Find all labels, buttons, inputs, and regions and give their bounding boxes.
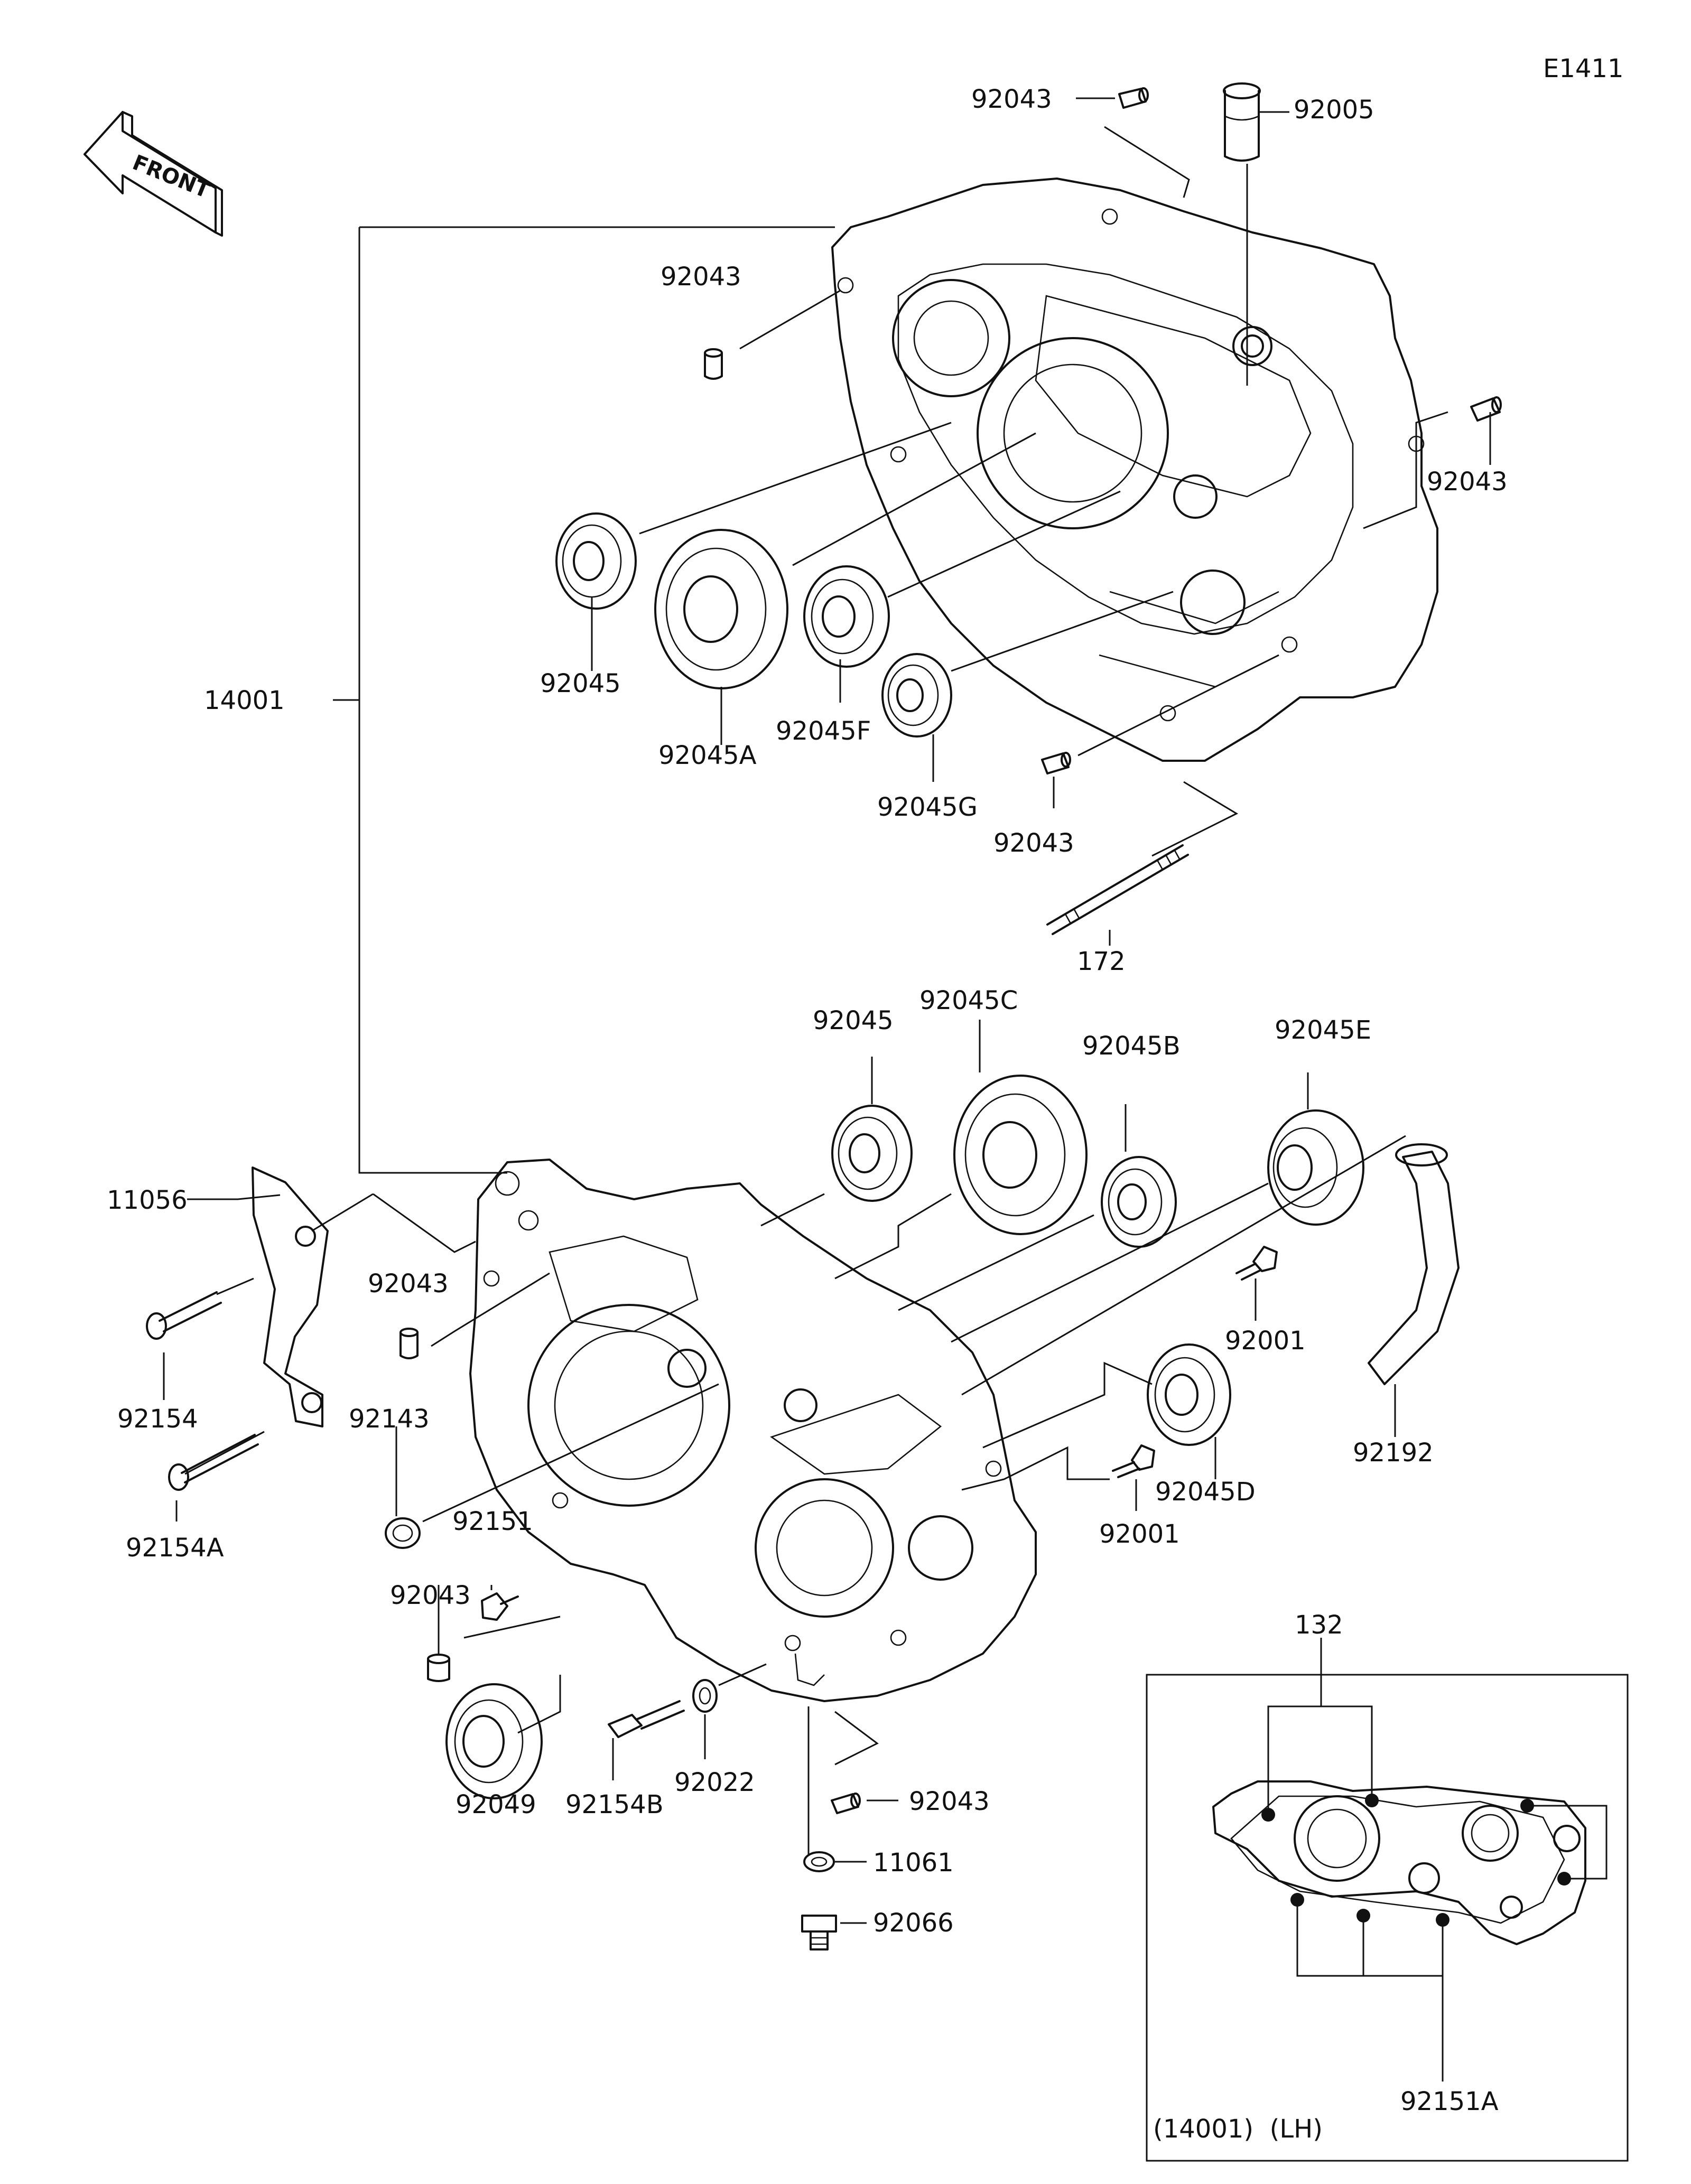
drain-plug-92066 [801,1915,837,1950]
callout-11056: 11056 [107,1186,188,1215]
bolt-92154b [608,1700,685,1738]
callout-92043-right: 92043 [1427,467,1508,497]
bolt-92001-lower [1112,1444,1155,1478]
callout-14001: 14001 [204,686,285,715]
dowel-pin-92043-mid [1041,752,1071,774]
callout-132: 132 [1295,1610,1343,1640]
bearing-92045d [1147,1343,1231,1446]
dowel-pin-92043-top [1118,87,1149,109]
bearing-92045b [1101,1156,1177,1248]
callout-92001-upper: 92001 [1225,1326,1306,1356]
callout-92022: 92022 [674,1768,755,1797]
crankcase-right-half [831,178,1438,762]
washer-92022 [692,1679,718,1713]
bolt-92154a [168,1434,259,1491]
callout-92043-mid: 92043 [993,828,1074,858]
bearing-92045-upper [555,512,637,610]
callout-172: 172 [1077,947,1126,976]
collar-92143 [385,1517,421,1549]
dowel-pin-92043-right [1470,396,1502,422]
callout-92043-bottom: 92043 [909,1787,990,1816]
bracket-11056 [252,1166,329,1427]
leader-lines [163,97,1491,1924]
callout-92049: 92049 [456,1790,536,1819]
callout-labels: 92043 92005 92043 92043 14001 92045 9204… [107,85,1508,2144]
callout-92045-lower: 92045 [813,1006,894,1035]
oil-seal-92045e [1267,1109,1364,1226]
bolt-92154 [146,1291,222,1340]
callout-92143: 92143 [349,1404,430,1434]
crankcase-left-half [469,1159,1037,1702]
callout-92151a: 92151A [1400,2087,1499,2116]
pipe-92005 [1223,82,1261,162]
callout-92043-lower: 92043 [390,1581,471,1610]
callout-92045b: 92045B [1082,1031,1181,1061]
callout-92192: 92192 [1353,1438,1434,1468]
callout-92001-lower: 92001 [1099,1519,1180,1549]
inset-panel [1146,1638,1629,2162]
dowel-pin-92043-bottom [831,1793,861,1814]
stud-172 [1046,844,1189,935]
dowel-pin-92043-lower-left [399,1328,419,1359]
callout-92154b: 92154B [565,1790,664,1819]
bearing-92045f [803,565,890,668]
callout-11061: 11061 [873,1848,954,1878]
bearing-92045-lower [831,1105,913,1202]
callout-92043-lower-left: 92043 [368,1269,449,1299]
hose-92192 [1368,1143,1460,1385]
callout-92045f: 92045F [776,716,871,746]
front-arrow-icon: FRONT [83,111,223,237]
callout-92045c: 92045C [919,986,1018,1015]
bearing-92045c [953,1075,1088,1235]
callout-92005: 92005 [1294,95,1374,125]
callout-92045e: 92045E [1275,1015,1371,1045]
bolt-92001-upper [1235,1246,1278,1281]
diagram-code: E1411 [1543,54,1623,83]
callout-92043-upper-left: 92043 [661,262,741,292]
bolt-92151 [481,1592,519,1621]
gasket-11061 [803,1851,835,1872]
callout-92045a: 92045A [658,741,757,770]
dowel-pin-92043-lower [427,1654,450,1682]
callout-92045d: 92045D [1155,1477,1256,1507]
callout-92154: 92154 [117,1404,198,1434]
dowel-pin-92043-upper-left [704,348,723,380]
callout-92066: 92066 [873,1908,954,1938]
callout-92043-top: 92043 [971,85,1052,114]
bearing-92045a [654,529,788,689]
callout-92151: 92151 [452,1507,533,1536]
callout-92045g: 92045G [877,792,978,822]
callout-92045-upper: 92045 [540,669,621,698]
callout-92154a: 92154A [126,1533,224,1563]
oil-seal-92049 [445,1683,543,1799]
bearing-92045g [881,653,952,738]
inset-caption: (14001) (LH) [1153,2114,1323,2144]
